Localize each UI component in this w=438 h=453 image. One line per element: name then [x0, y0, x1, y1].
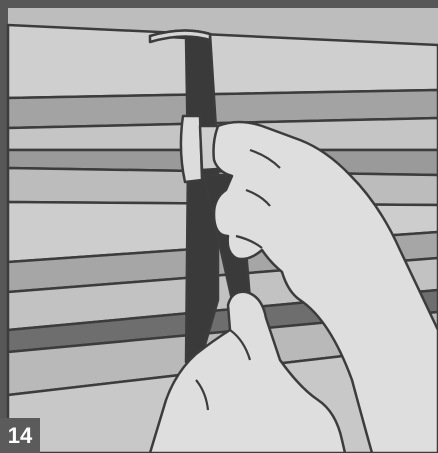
- step-number-badge: 14: [0, 418, 40, 453]
